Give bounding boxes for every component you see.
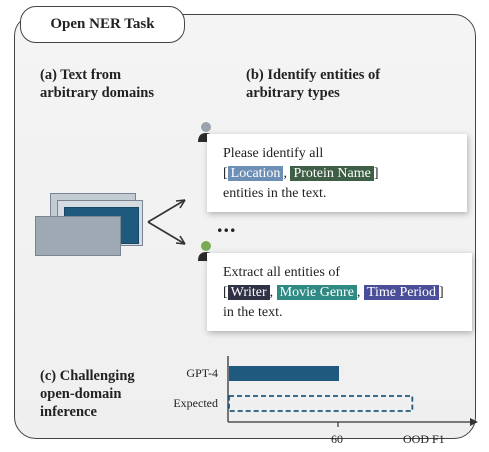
prompt2-line-3: in the text. xyxy=(223,305,283,320)
entity-chip-writer: Writer xyxy=(227,285,270,300)
prompt2-line-1: Extract all entities of xyxy=(223,265,341,280)
document-sheet xyxy=(35,216,121,256)
section-b-heading: (b) Identify entities of arbitrary types xyxy=(246,66,466,102)
section-c-line-2: open-domain xyxy=(40,386,122,402)
bar-gpt4 xyxy=(229,366,339,381)
separator: , xyxy=(269,285,277,300)
prompt-bubble-1: Please identify all [Location, Protein N… xyxy=(207,134,467,212)
section-a-line-1: (a) Text from xyxy=(40,67,122,83)
task-title: Open NER Task xyxy=(50,16,155,32)
bracket-close: ] xyxy=(439,285,444,300)
ellipsis: ... xyxy=(217,212,237,237)
bar-label-expected: Expected xyxy=(173,396,218,410)
prompt1-line-3: entities in the text. xyxy=(223,186,327,201)
separator: , xyxy=(356,285,364,300)
x-axis-arrowhead xyxy=(470,418,478,426)
section-a-line-2: arbitrary domains xyxy=(40,85,154,101)
prompt1-entity-line: [Location, Protein Name] xyxy=(223,164,453,184)
x-tick-label: 60 xyxy=(331,432,343,446)
bracket-open: [ xyxy=(223,166,228,181)
separator: , xyxy=(283,166,291,181)
section-b-line-2: arbitrary types xyxy=(246,85,340,101)
bar-expected xyxy=(228,395,414,412)
task-title-tag: Open NER Task xyxy=(20,6,185,43)
x-axis-label: OOD F1 xyxy=(403,432,445,446)
bar-label-gpt4: GPT-4 xyxy=(186,366,218,380)
section-b-line-1: (b) Identify entities of xyxy=(246,67,381,83)
section-c-line-1: (c) Challenging xyxy=(40,368,135,384)
ood-f1-bar-chart xyxy=(227,356,478,427)
entity-chip-protein-name: Protein Name xyxy=(290,166,374,181)
prompt2-entity-line: [Writer, Movie Genre, Time Period] xyxy=(223,283,458,303)
prompt-bubble-2: Extract all entities of [Writer, Movie G… xyxy=(207,253,472,331)
prompt1-line-1: Please identify all xyxy=(223,146,324,161)
entity-chip-location: Location xyxy=(227,166,284,181)
section-c-heading: (c) Challenging open-domain inference xyxy=(40,367,190,421)
section-c-line-3: inference xyxy=(40,404,97,420)
entity-chip-time-period: Time Period xyxy=(363,285,440,300)
fork-arrows-icon xyxy=(147,199,186,245)
bracket-close: ] xyxy=(373,166,379,181)
entity-chip-movie-genre: Movie Genre xyxy=(276,285,357,300)
section-a-heading: (a) Text from arbitrary domains xyxy=(40,66,200,102)
bracket-open: [ xyxy=(223,285,228,300)
